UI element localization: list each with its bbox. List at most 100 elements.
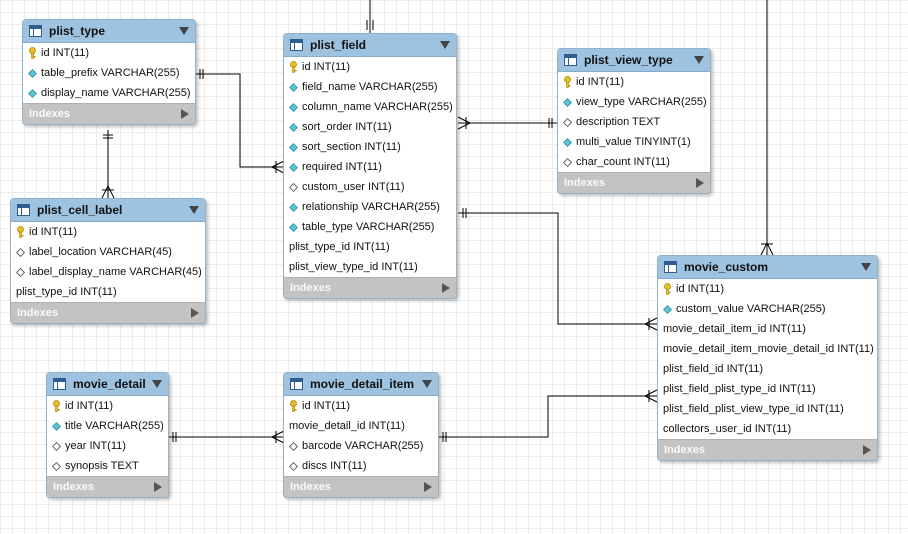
column-row[interactable]: movie_detail_id INT(11) bbox=[284, 416, 438, 436]
expand-arrow-icon[interactable] bbox=[696, 178, 704, 188]
column-row[interactable]: custom_user INT(11) bbox=[284, 177, 456, 197]
collapse-arrow-icon[interactable] bbox=[189, 206, 199, 214]
expand-arrow-icon[interactable] bbox=[863, 445, 871, 455]
indexes-section[interactable]: Indexes bbox=[23, 103, 195, 124]
collapse-arrow-icon[interactable] bbox=[440, 41, 450, 49]
table-header[interactable]: plist_type bbox=[23, 20, 195, 43]
column-row[interactable]: id INT(11) bbox=[284, 57, 456, 77]
column-row[interactable]: multi_value TINYINT(1) bbox=[558, 132, 710, 152]
table-header[interactable]: movie_custom bbox=[658, 256, 877, 279]
primary-key-icon bbox=[663, 283, 672, 295]
column-text: char_count INT(11) bbox=[576, 156, 670, 168]
column-row[interactable]: table_type VARCHAR(255) bbox=[284, 217, 456, 237]
column-row[interactable]: movie_detail_item_id INT(11) bbox=[658, 319, 877, 339]
filled-diamond-icon bbox=[289, 81, 298, 93]
table-header[interactable]: plist_field bbox=[284, 34, 456, 57]
collapse-arrow-icon[interactable] bbox=[694, 56, 704, 64]
column-row[interactable]: field_name VARCHAR(255) bbox=[284, 77, 456, 97]
column-row[interactable]: id INT(11) bbox=[11, 222, 205, 242]
column-text: table_type VARCHAR(255) bbox=[302, 221, 435, 233]
column-row[interactable]: id INT(11) bbox=[23, 43, 195, 63]
column-row[interactable]: char_count INT(11) bbox=[558, 152, 710, 172]
column-row[interactable]: label_location VARCHAR(45) bbox=[11, 242, 205, 262]
collapse-arrow-icon[interactable] bbox=[179, 27, 189, 35]
table-name: plist_field bbox=[310, 38, 367, 52]
table-header[interactable]: movie_detail bbox=[47, 373, 168, 396]
column-row[interactable]: display_name VARCHAR(255) bbox=[23, 83, 195, 103]
indexes-label: Indexes bbox=[53, 481, 94, 493]
primary-key-icon bbox=[52, 400, 61, 412]
column-row[interactable]: plist_type_id INT(11) bbox=[11, 282, 205, 302]
indexes-section[interactable]: Indexes bbox=[284, 476, 438, 497]
column-row[interactable]: plist_type_id INT(11) bbox=[284, 237, 456, 257]
collapse-arrow-icon[interactable] bbox=[861, 263, 871, 271]
column-text: label_location VARCHAR(45) bbox=[29, 246, 172, 258]
column-row[interactable]: plist_view_type_id INT(11) bbox=[284, 257, 456, 277]
table-icon bbox=[664, 261, 677, 273]
column-row[interactable]: table_prefix VARCHAR(255) bbox=[23, 63, 195, 83]
primary-key-icon bbox=[563, 76, 572, 88]
column-row[interactable]: description TEXT bbox=[558, 112, 710, 132]
indexes-section[interactable]: Indexes bbox=[284, 277, 456, 298]
column-row[interactable]: id INT(11) bbox=[558, 72, 710, 92]
expand-arrow-icon[interactable] bbox=[424, 482, 432, 492]
collapse-arrow-icon[interactable] bbox=[152, 380, 162, 388]
column-text: label_display_name VARCHAR(45) bbox=[29, 266, 202, 278]
column-text: view_type VARCHAR(255) bbox=[576, 96, 707, 108]
connector-top-movie-custom bbox=[760, 0, 774, 256]
column-row[interactable]: column_name VARCHAR(255) bbox=[284, 97, 456, 117]
indexes-section[interactable]: Indexes bbox=[47, 476, 168, 497]
expand-arrow-icon[interactable] bbox=[442, 283, 450, 293]
expand-arrow-icon[interactable] bbox=[154, 482, 162, 492]
indexes-section[interactable]: Indexes bbox=[558, 172, 710, 193]
indexes-label: Indexes bbox=[290, 282, 331, 294]
table-icon bbox=[53, 378, 66, 390]
indexes-section[interactable]: Indexes bbox=[658, 439, 877, 460]
column-row[interactable]: required INT(11) bbox=[284, 157, 456, 177]
connector-plist-field-movie-custom bbox=[458, 208, 658, 331]
column-row[interactable]: title VARCHAR(255) bbox=[47, 416, 168, 436]
table-header[interactable]: movie_detail_item bbox=[284, 373, 438, 396]
column-text: required INT(11) bbox=[302, 161, 382, 173]
column-row[interactable]: view_type VARCHAR(255) bbox=[558, 92, 710, 112]
column-row[interactable]: plist_field_plist_type_id INT(11) bbox=[658, 379, 877, 399]
column-row[interactable]: plist_field_plist_view_type_id INT(11) bbox=[658, 399, 877, 419]
indexes-section[interactable]: Indexes bbox=[11, 302, 205, 323]
column-row[interactable]: relationship VARCHAR(255) bbox=[284, 197, 456, 217]
column-row[interactable]: plist_field_id INT(11) bbox=[658, 359, 877, 379]
table-icon bbox=[29, 25, 42, 37]
column-row[interactable]: collectors_user_id INT(11) bbox=[658, 419, 877, 439]
table-header[interactable]: plist_view_type bbox=[558, 49, 710, 72]
column-text: id INT(11) bbox=[41, 47, 90, 59]
column-row[interactable]: label_display_name VARCHAR(45) bbox=[11, 262, 205, 282]
column-row[interactable]: year INT(11) bbox=[47, 436, 168, 456]
column-row[interactable]: synopsis TEXT bbox=[47, 456, 168, 476]
column-row[interactable]: discs INT(11) bbox=[284, 456, 438, 476]
indexes-label: Indexes bbox=[29, 108, 70, 120]
column-row[interactable]: sort_order INT(11) bbox=[284, 117, 456, 137]
collapse-arrow-icon[interactable] bbox=[422, 380, 432, 388]
column-row[interactable]: barcode VARCHAR(255) bbox=[284, 436, 438, 456]
indexes-label: Indexes bbox=[564, 177, 605, 189]
column-text: field_name VARCHAR(255) bbox=[302, 81, 438, 93]
column-text: movie_detail_id INT(11) bbox=[289, 420, 405, 432]
column-row[interactable]: movie_detail_item_movie_detail_id INT(11… bbox=[658, 339, 877, 359]
table-header[interactable]: plist_cell_label bbox=[11, 199, 205, 222]
column-row[interactable]: id INT(11) bbox=[47, 396, 168, 416]
column-row[interactable]: id INT(11) bbox=[284, 396, 438, 416]
column-row[interactable]: sort_section INT(11) bbox=[284, 137, 456, 157]
column-text: description TEXT bbox=[576, 116, 661, 128]
empty-diamond-icon bbox=[289, 460, 298, 472]
expand-arrow-icon[interactable] bbox=[181, 109, 189, 119]
column-row[interactable]: id INT(11) bbox=[658, 279, 877, 299]
expand-arrow-icon[interactable] bbox=[191, 308, 199, 318]
column-row[interactable]: custom_value VARCHAR(255) bbox=[658, 299, 877, 319]
empty-diamond-icon bbox=[16, 266, 25, 278]
